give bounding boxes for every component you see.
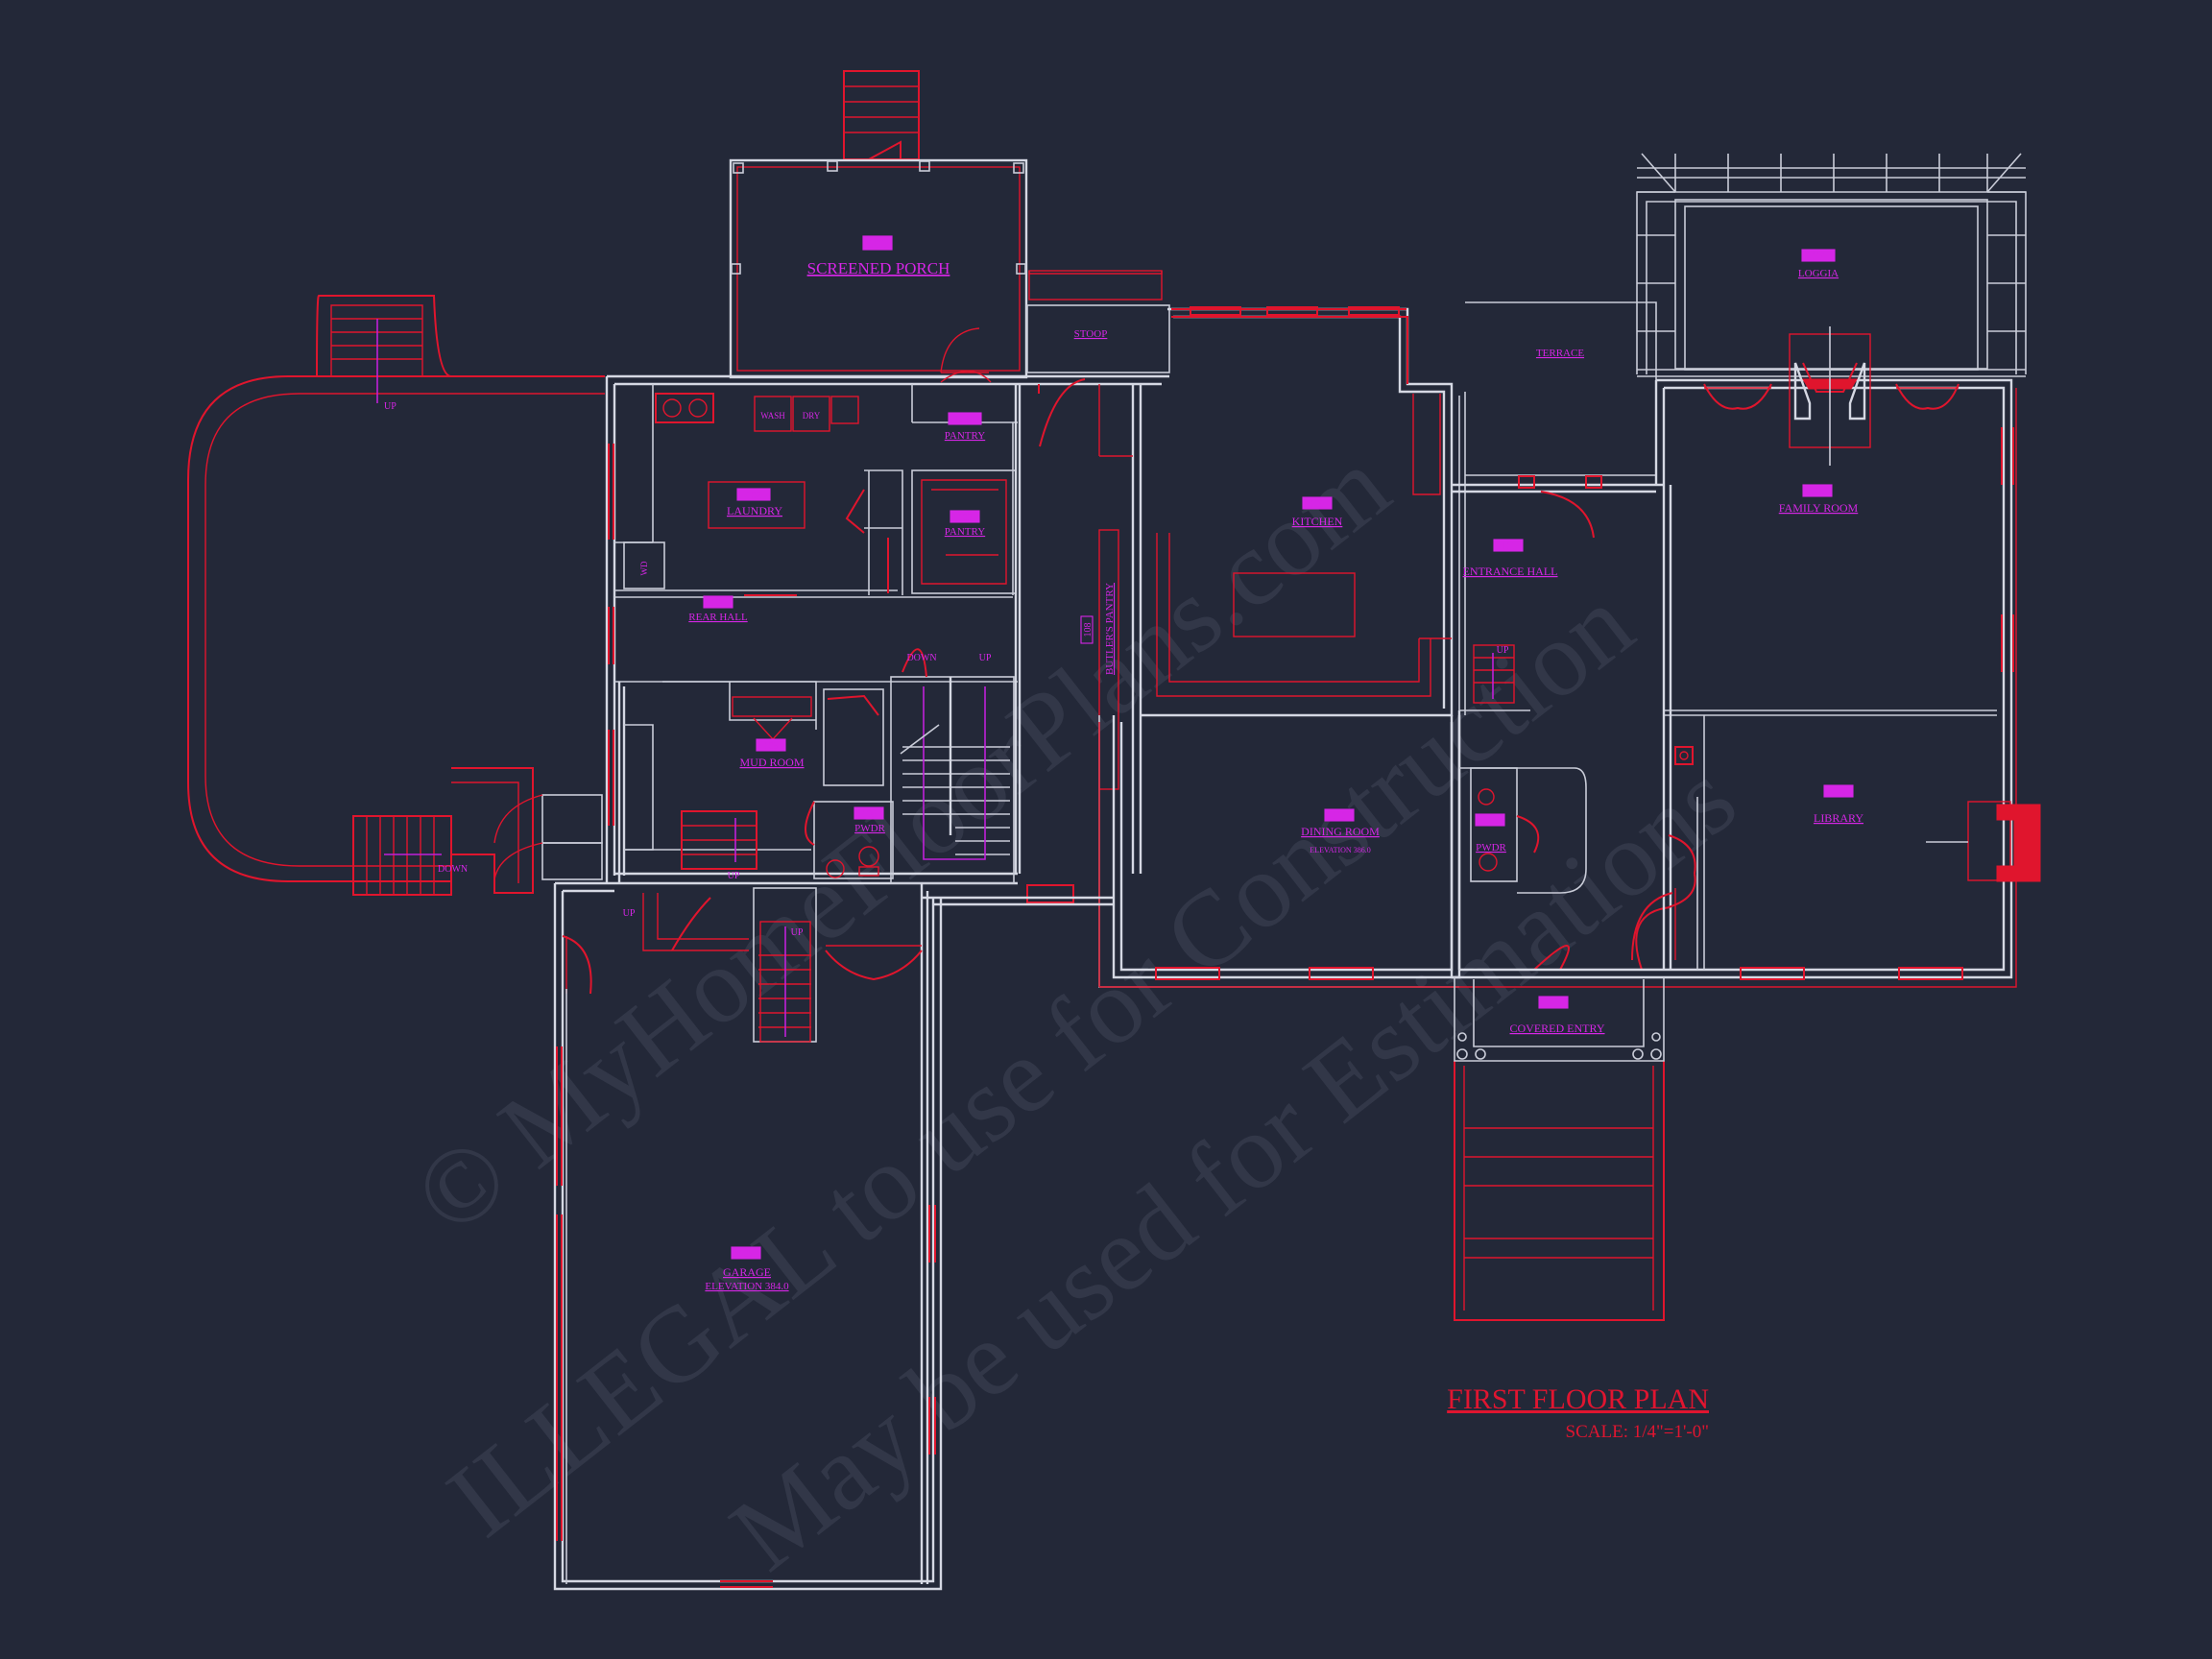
room-114-name: LOGGIA <box>1798 268 1839 279</box>
garage: UP UP 107 GARAGE ELEVATION 384.0 <box>553 881 1114 1591</box>
right-wing: 114 LOGGIA 115 FAMILY ROOM <box>1099 153 2041 988</box>
plan-title: FIRST FLOOR PLAN <box>1447 1383 1709 1415</box>
stair-up-label-3: UP <box>979 653 992 663</box>
room-113-name: COVERED ENTRY <box>1510 1022 1605 1035</box>
room-116-name: LIBRARY <box>1814 811 1863 825</box>
pergola-rafters <box>1637 153 2026 377</box>
stair-up-label-6: UP <box>623 908 636 919</box>
stair-up-label-4: UP <box>1497 645 1509 656</box>
site-outlines: UP DOWN <box>187 295 1665 1321</box>
room-110-number: 110 <box>1333 811 1347 822</box>
front-steps <box>1464 1127 1653 1259</box>
room-104-name: REAR HALL <box>688 612 748 623</box>
room-102-number: 102 <box>746 490 762 501</box>
room-115-name: FAMILY ROOM <box>1779 501 1859 515</box>
room-111-name: ENTRANCE HALL <box>1463 565 1558 578</box>
room-108-number: 108 <box>1083 623 1094 637</box>
room-107-number: 107 <box>739 1249 754 1260</box>
room-108-name: BUTLER'S PANTRY <box>1104 583 1116 675</box>
room-109-number: 109 <box>1310 499 1325 510</box>
service-wing: WD WASH DRY 102 LAUNDRY 103 PANTRY 103A … <box>605 370 1169 885</box>
room-105-number: 105 <box>764 741 779 752</box>
entrance-hall: TERRACE UP 112 PWDR 111 ENTRANCE HALL <box>1450 301 1671 977</box>
room-102-name: LAUNDRY <box>727 504 782 517</box>
fixture-wash: WASH <box>760 411 785 421</box>
room-107-elevation: ELEVATION 384.0 <box>705 1281 789 1292</box>
stair-up-label-5: UP <box>791 927 804 938</box>
stair-down-label-1: DOWN <box>438 864 468 875</box>
room-101-name: SCREENED PORCH <box>807 259 950 277</box>
fixture-dry: DRY <box>803 411 821 421</box>
room-103-number: 103 <box>958 513 973 523</box>
fixture-wd: WD <box>639 561 649 575</box>
room-103-name: PANTRY <box>945 526 985 538</box>
stoop-name: STOOP <box>1074 328 1108 340</box>
room-106-name: PWDR <box>854 823 885 834</box>
room-105-name: MUD ROOM <box>739 756 804 769</box>
room-110-name: DINING ROOM <box>1301 825 1380 838</box>
room-104-number: 104 <box>711 598 726 609</box>
room-103a-name: PANTRY <box>945 430 985 442</box>
screened-porch: 101 SCREENED PORCH <box>729 70 1028 379</box>
room-101-number: 101 <box>868 236 887 251</box>
watermark: © MyHomeFloorPlans.com ILLEGAL to use fo… <box>393 425 1757 1593</box>
stair-up-label-2: UP <box>728 871 740 881</box>
stair-up-label-1: UP <box>384 401 397 412</box>
stair-down-label-2: DOWN <box>906 653 936 663</box>
room-115-number: 115 <box>1811 487 1825 497</box>
room-107-name: GARAGE <box>723 1265 771 1279</box>
room-112-name: PWDR <box>1476 842 1506 854</box>
room-110-elevation: ELEVATION 386.0 <box>1310 846 1370 854</box>
terrace-name: TERRACE <box>1536 348 1584 359</box>
title-block: FIRST FLOOR PLAN SCALE: 1/4"=1'-0" <box>1447 1383 1709 1442</box>
plan-scale: SCALE: 1/4"=1'-0" <box>1566 1422 1709 1442</box>
stoop: STOOP <box>1026 270 1170 373</box>
room-114-number: 114 <box>1812 252 1826 262</box>
room-112-number: 112 <box>1483 816 1498 827</box>
room-103a-number: 103A <box>954 415 976 425</box>
central-stair-treads <box>902 746 1010 855</box>
kitchen: 109 KITCHEN <box>1141 306 1454 717</box>
room-116-number: 116 <box>1832 787 1846 798</box>
covered-entry: 113 COVERED ENTRY <box>1454 977 1665 1062</box>
room-111-number: 111 <box>1502 541 1515 552</box>
room-109-name: KITCHEN <box>1292 515 1343 528</box>
room-113-number: 113 <box>1547 998 1561 1009</box>
room-106-number: 106 <box>862 809 877 820</box>
butlers-pantry: BUTLER'S PANTRY 108 <box>1014 378 1142 903</box>
